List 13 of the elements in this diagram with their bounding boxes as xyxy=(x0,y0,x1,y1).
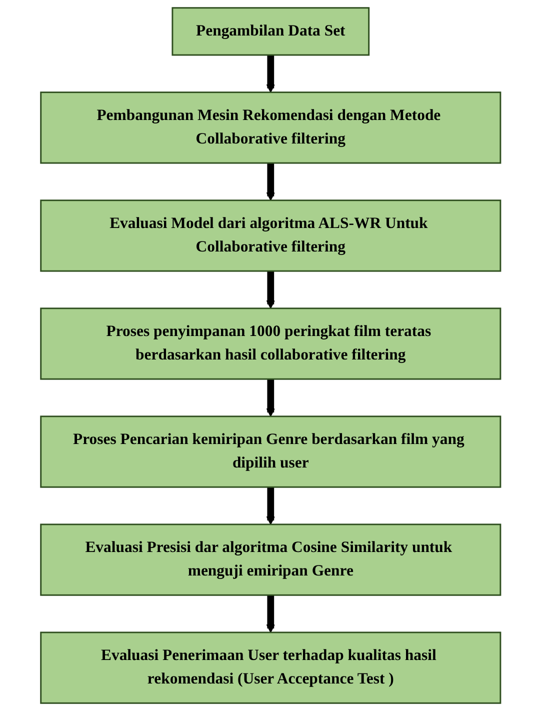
node-box: Evaluasi Penerimaan User terhadap kualitas hasil rekomendasi (User Acceptance Test ) xyxy=(40,632,502,704)
node-box: Evaluasi Presisi dar algoritma Cosine Similarity untuk menguji emiripan Genre xyxy=(40,524,502,596)
arrow xyxy=(266,379,276,417)
node-box: Evaluasi Model dari algoritma ALS-WR Untuk Collaborative filtering xyxy=(40,200,502,272)
node-box: Proses penyimpanan 1000 peringkat film teratas berdasarkan hasil collaborative filtering xyxy=(40,308,502,380)
arrow xyxy=(266,595,276,633)
arrow xyxy=(266,487,276,525)
node-box: Pembangunan Mesin Rekomendasi dengan Metode Collaborative filtering xyxy=(40,92,502,164)
arrow xyxy=(266,55,276,93)
node-box: Pengambilan Data Set xyxy=(172,7,370,56)
arrow xyxy=(266,163,276,201)
node-box: Proses Pencarian kemiripan Genre berdasarkan film yang dipilih user xyxy=(40,416,502,488)
arrow xyxy=(266,271,276,309)
